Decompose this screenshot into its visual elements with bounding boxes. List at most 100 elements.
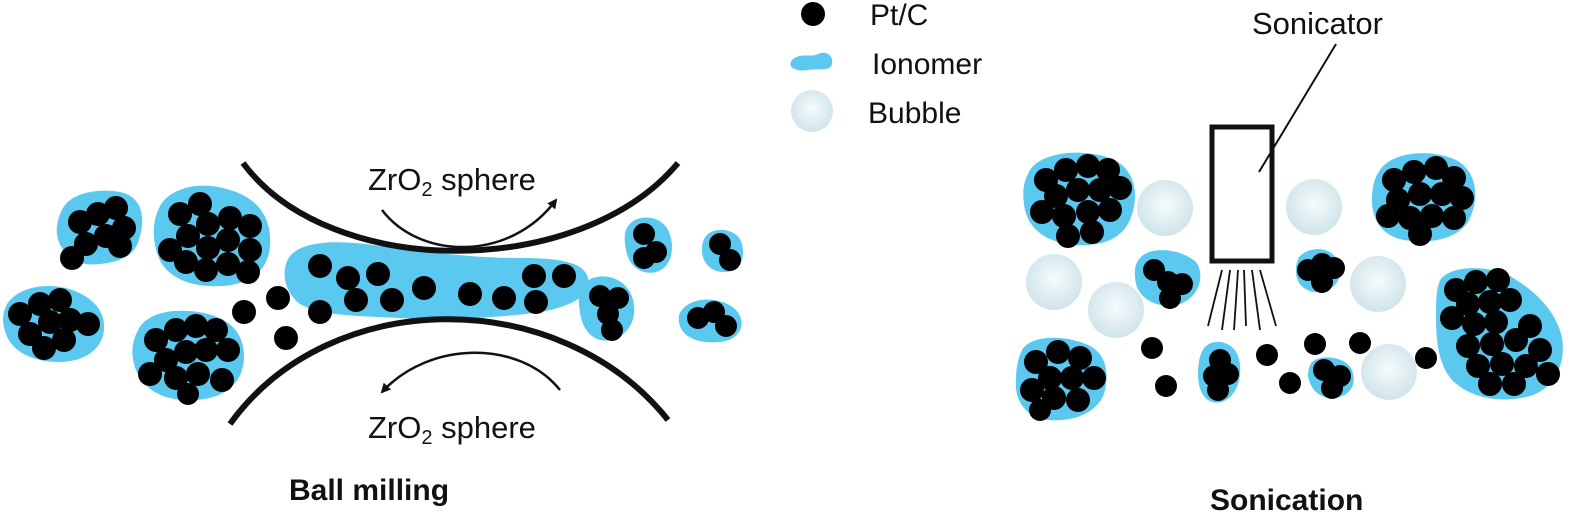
pt-c-particle: [1088, 178, 1112, 202]
pt-c-particle: [1528, 338, 1552, 362]
pt-c-particle: [633, 223, 655, 245]
pt-c-particle: [1066, 178, 1090, 202]
pt-c-particle: [76, 312, 100, 336]
pt-c-particle: [1424, 156, 1448, 180]
pt-c-particle: [1030, 200, 1054, 224]
pt-c-particle: [1450, 186, 1474, 210]
pt-c-particle: [1490, 352, 1514, 376]
pt-c-particle: [174, 250, 198, 274]
legend-pt-c-icon: [801, 2, 825, 26]
wave-line: [1207, 269, 1223, 327]
pt-c-particle: [1349, 332, 1371, 354]
wave-line: [1251, 269, 1261, 331]
pt-c-particle: [216, 228, 240, 252]
pt-c-particle: [1066, 388, 1090, 412]
sonication-title: Sonication: [1210, 484, 1363, 514]
pt-c-particle: [719, 249, 741, 271]
pt-c-particle: [1480, 332, 1504, 356]
pt-c-particle: [380, 288, 404, 312]
pt-c-particle: [138, 362, 162, 386]
bubble: [1361, 344, 1417, 400]
pt-c-particle: [60, 246, 84, 270]
pt-c-particle: [112, 216, 136, 240]
pt-c-particle: [308, 254, 332, 278]
pt-c-particle: [1408, 222, 1432, 246]
pt-c-particle: [1484, 310, 1508, 334]
pt-c-particle: [412, 276, 436, 300]
pt-c-particle: [174, 340, 198, 364]
zro2-sphere-top-arc: [240, 161, 681, 254]
pt-c-particle: [633, 247, 655, 269]
pt-c-particle: [1256, 344, 1278, 366]
pt-c-particle: [1024, 350, 1048, 374]
legend-pt-c-label: Pt/C: [870, 0, 928, 32]
pt-c-particle: [28, 292, 52, 316]
ball-milling-title: Ball milling: [289, 474, 449, 507]
pt-c-particle: [168, 202, 192, 226]
sonicator-probe: [1209, 124, 1275, 264]
pt-c-particle: [1498, 288, 1522, 312]
wave-line: [1221, 269, 1231, 331]
pt-c-particle: [344, 288, 368, 312]
pt-c-particle: [1207, 379, 1229, 401]
pt-c-particle: [1456, 292, 1480, 316]
pt-c-particle: [1502, 372, 1526, 396]
pt-c-particle: [1321, 377, 1343, 399]
pt-c-particle: [607, 287, 629, 309]
pt-c-particle: [524, 290, 548, 314]
zro2-sphere-bottom-arc: [227, 316, 671, 426]
pt-c-particle: [1415, 347, 1437, 369]
sonicator-label: Sonicator: [1252, 6, 1383, 41]
pt-c-particle: [238, 238, 262, 262]
sonicator-pointer-line: [1258, 43, 1337, 173]
legend-bubble-icon: [791, 90, 833, 132]
pt-c-particle: [176, 224, 200, 248]
legend-ionomer-icon: [790, 52, 833, 71]
pt-c-particle: [1536, 362, 1560, 386]
legend-ionomer-label: Ionomer: [872, 48, 982, 81]
pt-c-particle: [715, 315, 737, 337]
pt-c-particle: [1029, 399, 1051, 421]
pt-c-particle: [1466, 354, 1490, 378]
pt-c-particle: [1462, 312, 1486, 336]
pt-c-particle: [1456, 334, 1480, 358]
pt-c-particle: [1514, 354, 1538, 378]
pt-c-particle: [1155, 375, 1177, 397]
pt-c-particle: [589, 285, 611, 307]
pt-c-particle: [196, 236, 220, 260]
pt-c-particle: [1382, 168, 1406, 192]
bubble: [1026, 254, 1082, 310]
pt-c-particle: [336, 266, 360, 290]
pt-c-particle: [218, 206, 242, 230]
pt-c-particle: [1108, 176, 1132, 200]
pt-c-particle: [601, 319, 623, 341]
pt-c-particle: [238, 214, 262, 238]
pt-c-particle: [236, 260, 260, 284]
pt-c-particle: [308, 300, 332, 324]
wave-line: [1233, 269, 1239, 331]
pt-c-particle: [204, 318, 228, 342]
pt-c-particle: [52, 328, 76, 352]
bubble-layer: [1026, 179, 1417, 400]
pt-c-particle: [108, 234, 132, 258]
pt-c-particle: [1440, 306, 1464, 330]
pt-c-particle: [8, 302, 32, 326]
pt-c-particle: [164, 366, 188, 390]
pt-c-particle: [144, 328, 168, 352]
pt-c-particle: [184, 314, 208, 338]
pt-c-particle: [177, 383, 199, 405]
pt-c-particle: [1408, 182, 1432, 206]
pt-c-particle: [194, 258, 218, 282]
ultrasound-waves: [1207, 269, 1277, 331]
pt-c-particle: [1020, 378, 1044, 402]
pt-c-particle: [104, 196, 128, 220]
pt-c-particle: [1038, 366, 1062, 390]
pt-c-particle: [492, 286, 516, 310]
pt-c-particle: [1402, 160, 1426, 184]
bubble: [1137, 180, 1193, 236]
pt-c-particle: [1082, 366, 1106, 390]
pt-c-particle: [32, 336, 56, 360]
pt-c-particle: [1430, 182, 1454, 206]
pt-c-particles-sonication: [1020, 154, 1560, 421]
